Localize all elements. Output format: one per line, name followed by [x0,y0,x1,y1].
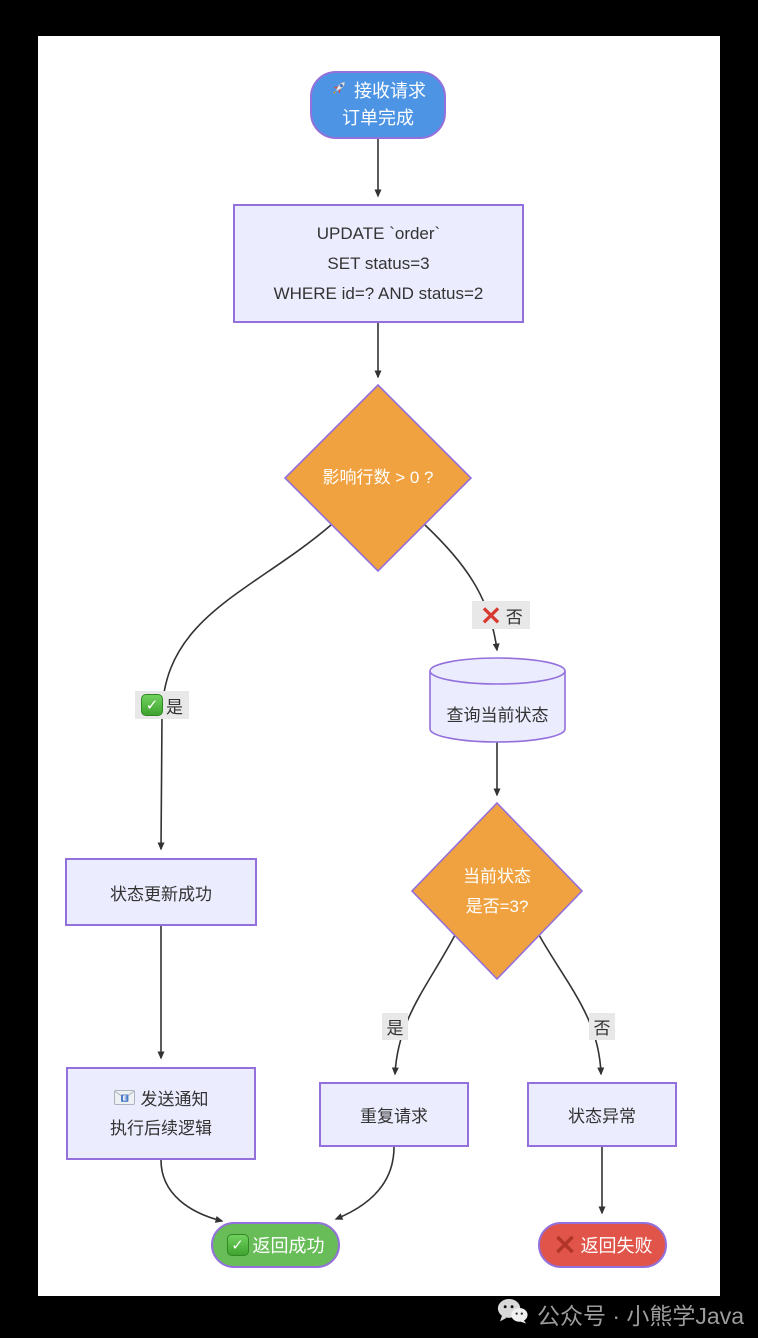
return-fail-label: 返回失败 [580,1236,653,1256]
check-icon [141,694,163,716]
envelope-icon: E [113,1085,135,1114]
flowchart-canvas: 接收请求 订单完成 UPDATE `order` SET status=3 WH… [38,36,720,1296]
send-notify-line2: 执行后续逻辑 [110,1118,212,1138]
sql-line2: SET status=3 [327,253,430,273]
start-node: 接收请求 订单完成 [310,71,446,139]
svg-text:E: E [122,1094,127,1102]
start-node-line2: 订单完成 [342,108,414,128]
sql-line1: UPDATE `order` [316,223,441,243]
update-sql-node: UPDATE `order` SET status=3 WHERE id=? A… [233,204,524,323]
status-updated-node: 状态更新成功 [65,858,257,926]
edge-label-yes2: 是 [382,1013,408,1040]
edge-label-yes1-text: 是 [166,697,183,717]
decision-current-status-line1: 当前状态 [463,867,531,886]
query-current-status-label: 查询当前状态 [446,705,549,725]
watermark: 公众号 · 小熊学Java [497,1297,744,1331]
return-success-node: 返回成功 [211,1222,340,1268]
decision-current-status-shape [410,801,584,981]
flow-edges [157,139,606,1223]
edge-label-no2: 否 [589,1013,615,1040]
return-success-label: 返回成功 [252,1236,325,1256]
duplicate-request-node: 重复请求 [319,1082,469,1147]
decision-affected-rows-shape [283,383,473,573]
check-icon [226,1234,249,1256]
edge-decision2-yes [391,934,456,1076]
edge-label-no1-text: 否 [505,607,523,627]
send-notify-line1: 发送通知 [140,1089,209,1109]
edge-notify-to-success [160,1159,224,1223]
decision-current-status-label: 当前状态 是否=3? [412,862,582,922]
cross-icon [552,1235,577,1255]
database-cylinder-shape [429,657,566,743]
sql-line3: WHERE id=? AND status=2 [273,283,484,303]
edge-decision1-yes [157,524,332,851]
edge-duplicate-to-success [334,1146,395,1220]
edge-decision2-no [538,934,605,1076]
status-abnormal-node: 状态异常 [527,1082,677,1147]
wechat-icon [497,1298,528,1330]
send-notify-node: E 发送通知 执行后续逻辑 [66,1067,256,1160]
watermark-text: 公众号 · 小熊学Java [536,1303,744,1329]
decision-current-status-line2: 是否=3? [465,897,529,916]
edge-label-no1: 否 [472,601,530,629]
decision-affected-rows-label: 影响行数 > 0 ? [322,468,434,487]
return-fail-node: 返回失败 [538,1222,667,1268]
rocket-icon [330,78,348,105]
edge-label-yes1: 是 [135,691,189,719]
edge-decision1-no [424,524,500,652]
start-node-line1: 接收请求 [354,81,426,101]
cross-icon [479,605,502,625]
